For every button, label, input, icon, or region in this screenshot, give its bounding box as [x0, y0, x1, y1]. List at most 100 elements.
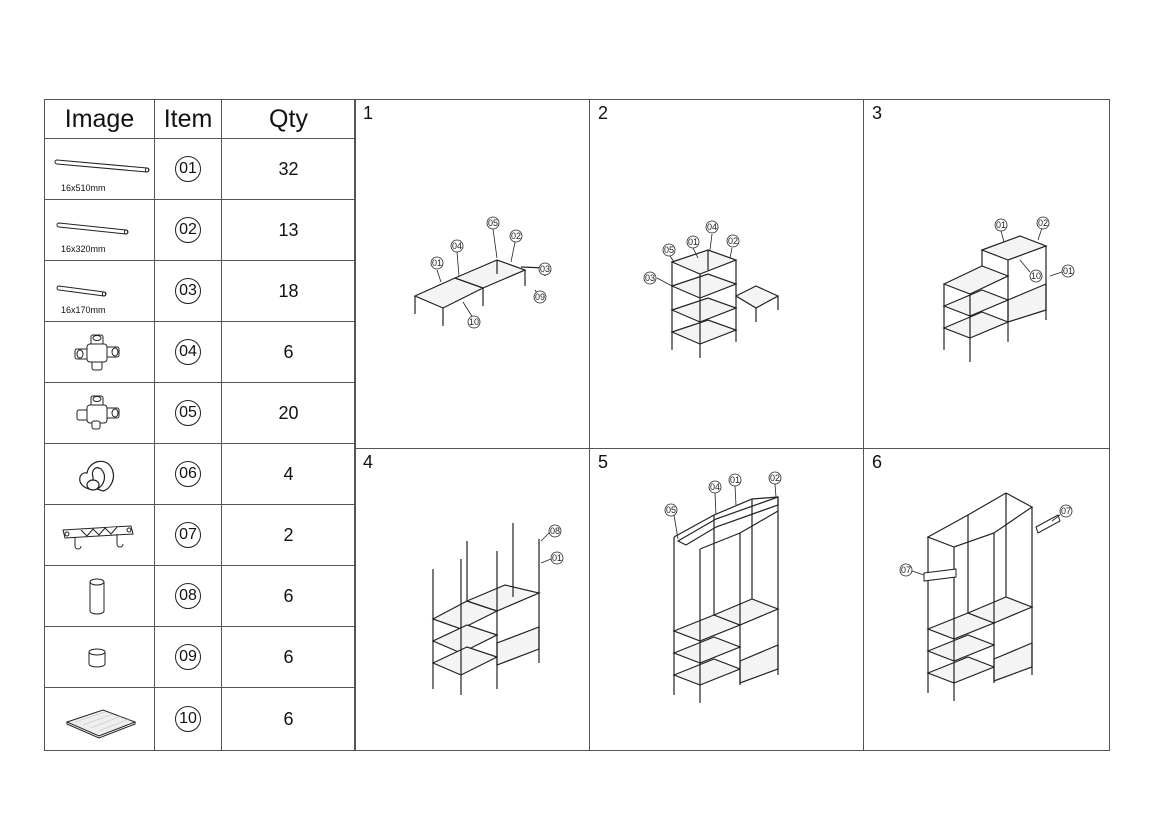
callout-label: 08 [550, 526, 560, 536]
part-quantity: 6 [221, 626, 356, 688]
callout-label: 10 [469, 317, 479, 327]
part-number: 01 [154, 138, 222, 200]
callout-label: 04 [452, 241, 462, 251]
callout-label: 05 [664, 245, 674, 255]
foot-cap-icon [88, 648, 106, 668]
table-row: 16x510mm 01 32 [44, 138, 356, 200]
header-qty: Qty [221, 99, 356, 139]
part-number: 06 [154, 443, 222, 505]
part-number: 10 [154, 687, 222, 751]
short-tube-icon [56, 285, 107, 297]
long-tube-icon [54, 159, 150, 173]
step-panel-1: 1 01 04 05 02 03 09 10 [354, 99, 590, 449]
step-5-illustration: 05 04 01 02 [664, 471, 782, 703]
part-number: 04 [154, 321, 222, 383]
part-image [44, 443, 155, 505]
part-number: 03 [154, 260, 222, 322]
callout-label: 03 [540, 264, 550, 274]
table-row: 05 20 [44, 382, 356, 444]
callout-label: 02 [728, 236, 738, 246]
callout-label: 04 [710, 482, 720, 492]
step-panel-6: 6 07 07 [863, 448, 1110, 751]
step-2-illustration: 05 01 04 02 03 [643, 220, 780, 358]
part-number: 08 [154, 565, 222, 627]
part-image [44, 565, 155, 627]
table-row: 07 2 [44, 504, 356, 566]
callout-label: 01 [552, 553, 562, 563]
table-row: 10 6 [44, 687, 356, 751]
medium-tube-icon [56, 222, 129, 235]
part-number: 09 [154, 626, 222, 688]
table-row: 06 4 [44, 443, 356, 505]
table-row: 08 6 [44, 565, 356, 627]
callout-label: 03 [645, 273, 655, 283]
callout-label: 04 [707, 222, 717, 232]
part-quantity: 6 [221, 321, 356, 383]
step-4-illustration: 08 01 [431, 523, 564, 695]
callout-label: 07 [901, 565, 911, 575]
table-row: 04 6 [44, 321, 356, 383]
table-row: 16x170mm 03 18 [44, 260, 356, 322]
callout-label: 05 [666, 505, 676, 515]
step-number: 6 [872, 452, 883, 472]
part-image: 16x320mm [44, 199, 155, 261]
step-panel-4: 4 08 01 [354, 448, 590, 751]
parts-table: Image Item Qty 16x510mm 01 32 16x32 [44, 99, 356, 751]
callout-label: 01 [996, 220, 1006, 230]
step-number: 4 [363, 452, 374, 472]
part-image [44, 626, 155, 688]
step-number: 5 [598, 452, 609, 472]
clip-icon [79, 460, 115, 492]
part-quantity: 20 [221, 382, 356, 444]
part-quantity: 6 [221, 565, 356, 627]
table-header-row: Image Item Qty [44, 99, 356, 139]
tall-cap-icon [89, 578, 105, 615]
step-number: 1 [363, 103, 374, 123]
step-1-illustration: 01 04 05 02 03 09 10 [413, 216, 552, 329]
part-dimension: 16x320mm [61, 244, 106, 254]
part-dimension: 16x170mm [61, 305, 106, 315]
callout-label: 01 [730, 475, 740, 485]
callout-label: 09 [535, 292, 545, 302]
callout-label: 01 [688, 237, 698, 247]
callout-label: 02 [1038, 218, 1048, 228]
callout-label: 07 [1061, 506, 1071, 516]
shelf-panel-icon [65, 709, 137, 739]
part-quantity: 32 [221, 138, 356, 200]
step-number: 3 [872, 103, 883, 123]
table-row: 16x320mm 02 13 [44, 199, 356, 261]
callout-label: 01 [1063, 266, 1073, 276]
connector-4way-icon [76, 395, 120, 430]
part-number: 02 [154, 199, 222, 261]
callout-label: 10 [1031, 271, 1041, 281]
part-quantity: 4 [221, 443, 356, 505]
part-dimension: 16x510mm [61, 183, 106, 193]
step-number: 2 [598, 103, 609, 123]
part-quantity: 13 [221, 199, 356, 261]
part-quantity: 18 [221, 260, 356, 322]
table-row: 09 6 [44, 626, 356, 688]
callout-label: 01 [432, 258, 442, 268]
part-image [44, 687, 155, 751]
part-image: 16x510mm [44, 138, 155, 200]
part-quantity: 6 [221, 687, 356, 751]
step-6-illustration: 07 07 [899, 492, 1073, 701]
header-item: Item [154, 99, 222, 139]
connector-5way-icon [74, 334, 120, 371]
part-image: 16x170mm [44, 260, 155, 322]
part-number: 05 [154, 382, 222, 444]
callout-label: 02 [770, 473, 780, 483]
step-3-illustration: 01 02 10 01 [942, 216, 1075, 362]
step-panel-3: 3 01 02 10 01 [863, 99, 1110, 449]
part-quantity: 2 [221, 504, 356, 566]
hook-bar-icon [62, 525, 134, 550]
callout-label: 05 [488, 218, 498, 228]
header-image: Image [44, 99, 155, 139]
part-image [44, 382, 155, 444]
part-number: 07 [154, 504, 222, 566]
callout-label: 02 [511, 231, 521, 241]
part-image [44, 321, 155, 383]
step-panel-5: 5 05 04 01 02 [589, 448, 864, 751]
part-image [44, 504, 155, 566]
step-panel-2: 2 05 01 04 02 03 [589, 99, 864, 449]
